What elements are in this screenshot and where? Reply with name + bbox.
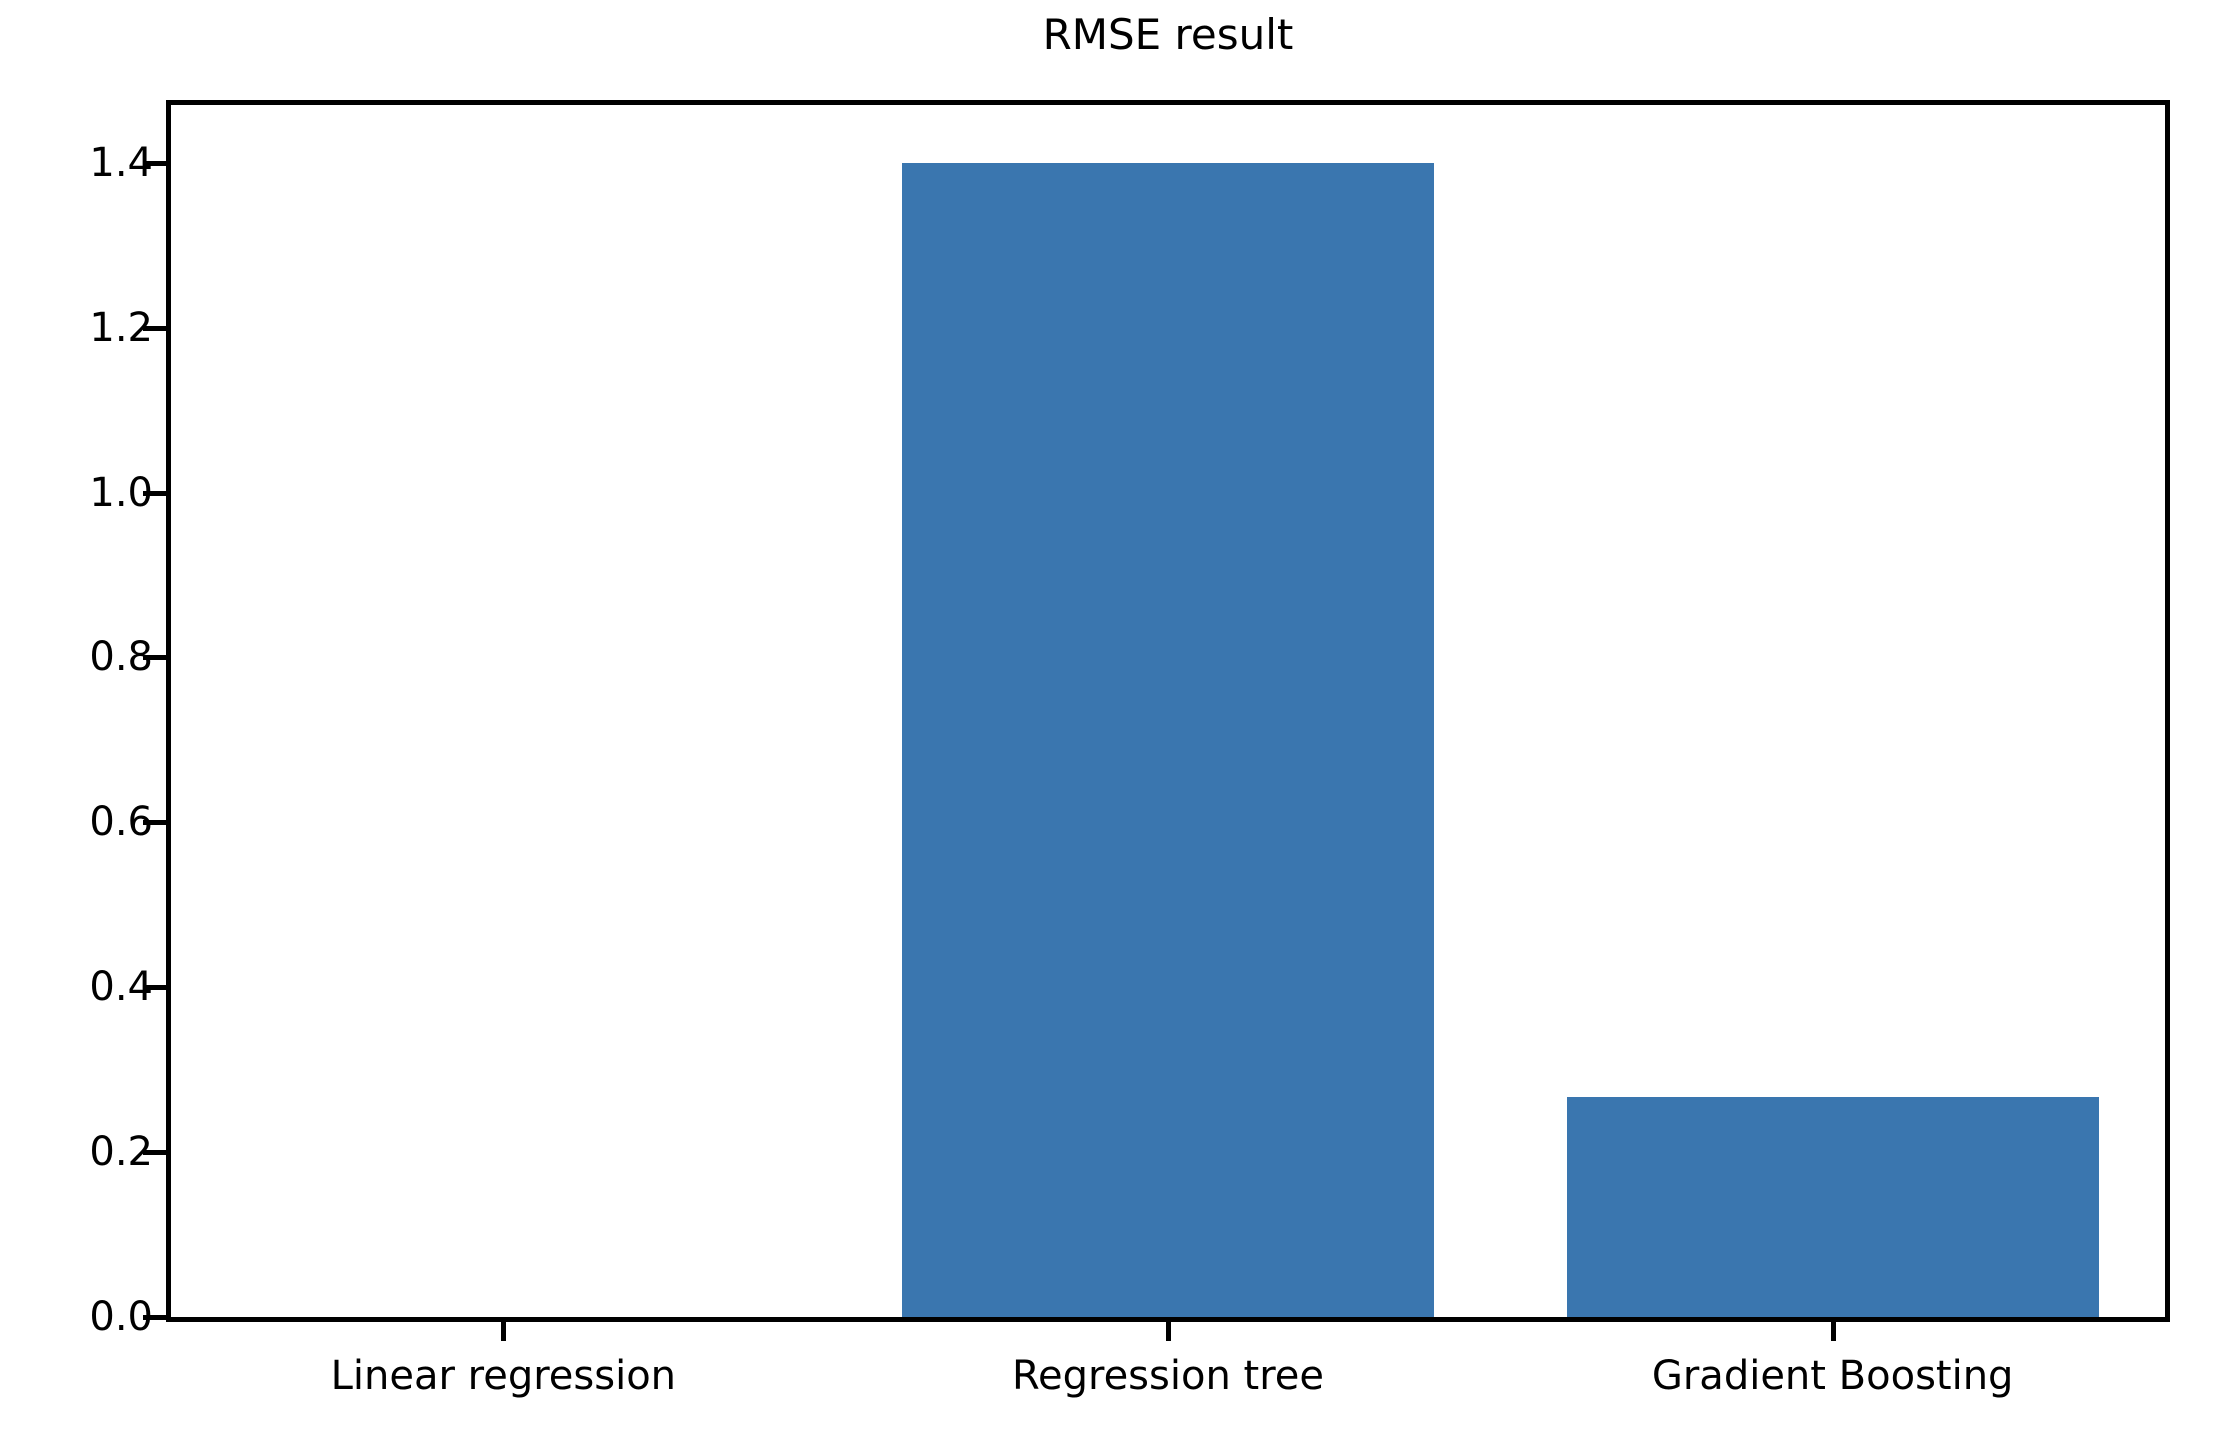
chart-title: RMSE result bbox=[1042, 10, 1294, 59]
bar bbox=[1566, 1096, 2099, 1317]
y-axis-tick-mark bbox=[143, 160, 171, 166]
y-axis-tick-mark bbox=[143, 325, 171, 331]
y-axis-tick-label: 0.4 bbox=[89, 964, 153, 1011]
y-axis-tick-mark bbox=[143, 820, 171, 826]
y-axis-tick-label: 1.4 bbox=[89, 139, 153, 186]
y-axis-tick-label: 1.0 bbox=[89, 469, 153, 516]
x-axis-tick-label: Regression tree bbox=[1012, 1353, 1324, 1399]
y-axis-tick-label: 0.8 bbox=[89, 634, 153, 681]
y-axis-tick-label: 0.2 bbox=[89, 1129, 153, 1176]
x-axis-tick-mark bbox=[501, 1317, 507, 1341]
x-axis-tick-label: Gradient Boosting bbox=[1651, 1353, 2014, 1399]
bar bbox=[902, 162, 1434, 1317]
y-axis-tick-mark bbox=[143, 490, 171, 496]
y-axis-tick-mark bbox=[143, 985, 171, 991]
y-axis-tick-mark bbox=[143, 655, 171, 661]
y-axis-tick-label: 0.0 bbox=[89, 1294, 153, 1340]
x-axis-tick-mark bbox=[1166, 1317, 1171, 1341]
y-axis-tick-mark bbox=[143, 1150, 171, 1156]
x-axis-tick-label: Linear regression bbox=[330, 1353, 677, 1399]
y-axis-tick-label: 1.2 bbox=[89, 304, 153, 351]
x-axis-tick-mark bbox=[1830, 1317, 1836, 1341]
y-axis-tick-label: 0.6 bbox=[89, 799, 153, 846]
y-axis-tick-mark bbox=[143, 1315, 171, 1320]
